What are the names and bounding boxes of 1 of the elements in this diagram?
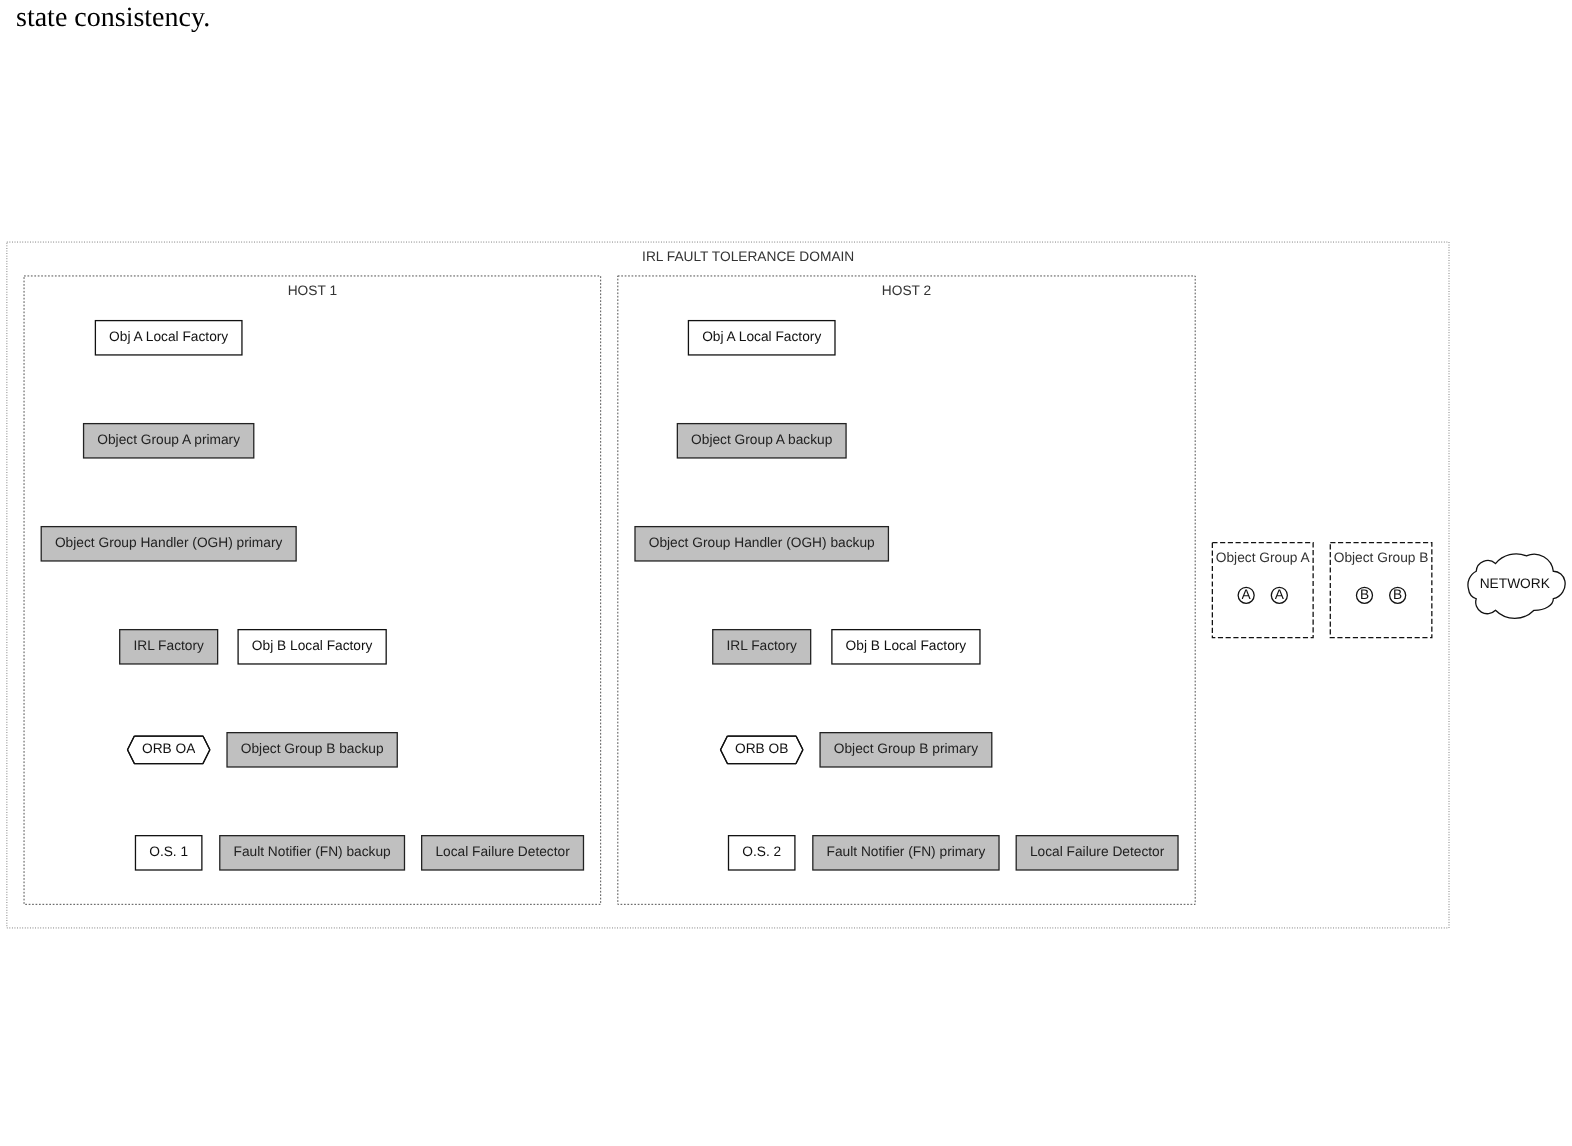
note-text: state consistency. xyxy=(14,2,213,38)
